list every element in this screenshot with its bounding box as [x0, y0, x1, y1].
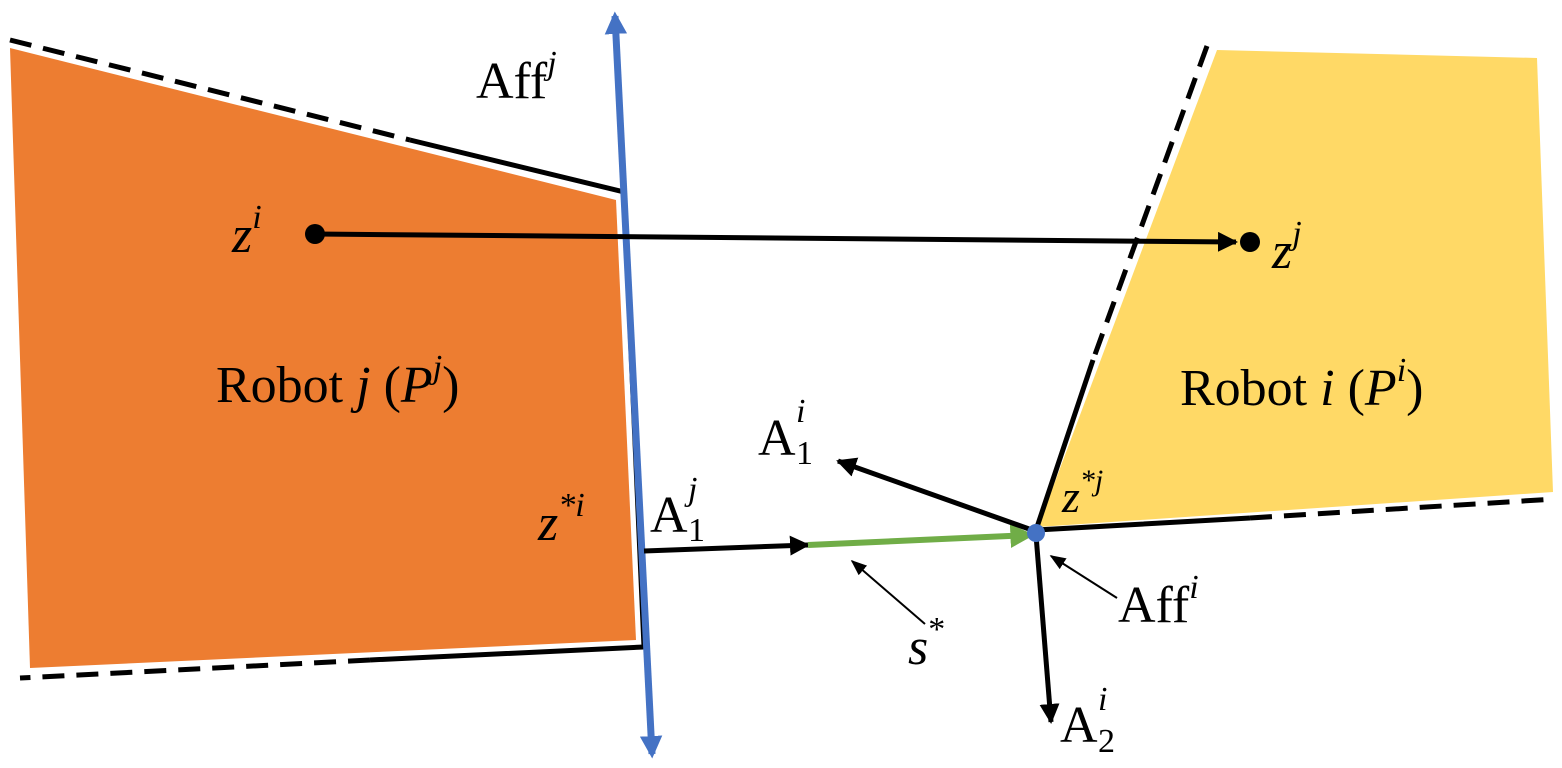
- z-i-label: zi: [231, 199, 262, 264]
- aff-i-label: Affi: [1118, 569, 1199, 634]
- aff-i-pointer: [1049, 555, 1118, 599]
- a1-i-vector: [836, 457, 1033, 533]
- robot-j-polytope: [10, 48, 636, 668]
- robot-i-left-boundary-dashed: [1090, 45, 1210, 361]
- z-star-j-label: z*j: [1061, 464, 1103, 522]
- z-star-i-label: z*i: [537, 487, 585, 552]
- robot-i-bottom-boundary-dashed: [1249, 496, 1556, 521]
- affine-line-j: [604, 11, 663, 759]
- centroid-arrow: [315, 231, 1238, 252]
- robot-j-bottom-boundary-dashed: [19, 657, 371, 681]
- robot-j-top-boundary-dashed: [9, 37, 411, 143]
- centroid-z-i-dot: [305, 224, 325, 244]
- robot-i-polytope: [1038, 50, 1553, 527]
- s-star-vector: [807, 523, 1035, 548]
- centroid-z-j-dot: [1240, 232, 1260, 252]
- a1-j-vector: [643, 535, 810, 556]
- a2-i-vector: [1033, 534, 1060, 724]
- s-star-label: s*: [908, 611, 945, 676]
- s-star-pointer: [850, 559, 926, 625]
- aff-j-label: Affj: [476, 45, 557, 110]
- z-j-label: zj: [1271, 215, 1302, 280]
- robot-i-label: Robot i (Pi): [1180, 352, 1423, 417]
- robot-j-label: Robot j (Pj): [216, 349, 459, 414]
- contact-point-dot: [1027, 524, 1045, 542]
